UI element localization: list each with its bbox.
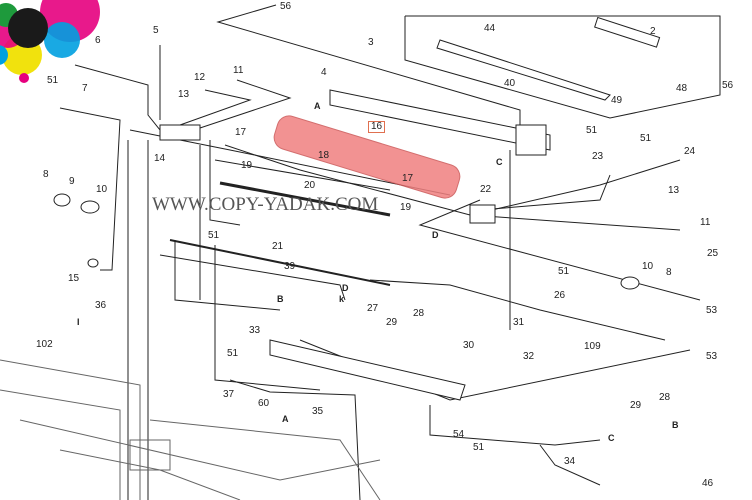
connector-ref-label: k — [339, 294, 345, 304]
part-callout: 2 — [650, 26, 656, 37]
part-callout: 44 — [484, 23, 496, 34]
part-callout: 51 — [640, 133, 652, 144]
part-callout: 3 — [368, 37, 374, 48]
part-callout: 20 — [304, 180, 316, 191]
part-callout: 35 — [312, 406, 324, 417]
part-callout: 48 — [676, 83, 688, 94]
part-callout: 109 — [584, 341, 601, 352]
part-callout: 56 — [280, 1, 292, 12]
part-callout: 19 — [241, 160, 253, 171]
part-callout: 51 — [586, 125, 598, 136]
part-callout: 22 — [480, 184, 492, 195]
part-callout: 51 — [227, 348, 239, 359]
part-callout: 51 — [558, 266, 570, 277]
part-callout: 29 — [630, 400, 642, 411]
connector-ref-label: A — [314, 101, 321, 111]
part-callout: 21 — [272, 241, 284, 252]
part-callout: 53 — [706, 351, 718, 362]
part-callout: 30 — [463, 340, 475, 351]
part-callout: 8 — [43, 169, 49, 180]
part-callout: 34 — [564, 456, 576, 467]
part-callout: 36 — [95, 300, 107, 311]
part-callout: 12 — [194, 72, 206, 83]
part-callout: 23 — [592, 151, 604, 162]
part-callout: 6 — [95, 35, 101, 46]
watermark: WWW.COPY-YADAK.COM — [152, 194, 379, 215]
part-callout: 29 — [386, 317, 398, 328]
part-callout: 7 — [82, 83, 88, 94]
part-callout: 17 — [402, 173, 414, 184]
machine-frame — [0, 359, 381, 500]
part-callout: 24 — [684, 146, 696, 157]
logo — [0, 0, 100, 83]
connector-ref-label: B — [672, 420, 679, 430]
part-callout: 40 — [504, 78, 516, 89]
part-callout: 13 — [178, 89, 190, 100]
part-callout: 19 — [400, 202, 412, 213]
connector-ref-label: C — [608, 433, 615, 443]
part-callout: 27 — [367, 303, 379, 314]
part-callout: 51 — [208, 230, 220, 241]
part-callout: 28 — [659, 392, 671, 403]
part-callout: 51 — [47, 75, 59, 86]
highlighted-part-16[interactable] — [271, 113, 463, 201]
part-callout: 54 — [453, 429, 465, 440]
part-callout: 49 — [611, 95, 623, 106]
part-callout: 102 — [36, 339, 53, 350]
part-callout: 25 — [707, 248, 719, 259]
part-callout: 28 — [413, 308, 425, 319]
part-callout: 13 — [668, 185, 680, 196]
part-callout: 10 — [642, 261, 654, 272]
connector-ref-label: C — [496, 157, 503, 167]
connector-ref-label: D — [342, 283, 349, 293]
part-callout: 10 — [96, 184, 108, 195]
part-callout: 51 — [473, 442, 485, 453]
part-callout: 11 — [233, 65, 244, 76]
part-callout: 31 — [513, 317, 525, 328]
part-callout: 53 — [706, 305, 718, 316]
connector-ref-label: D — [432, 230, 439, 240]
part-callout: 16 — [368, 121, 386, 133]
part-callout: 37 — [223, 389, 235, 400]
leader-lines — [59, 4, 721, 500]
part-callout: 32 — [523, 351, 535, 362]
part-callout: 39 — [284, 261, 296, 272]
connector-ref-label: I — [77, 317, 80, 327]
parts — [53, 16, 661, 401]
connector-ref-label: A — [282, 414, 289, 424]
part-callout: 17 — [235, 127, 247, 138]
part-callout: 15 — [68, 273, 80, 284]
part-callout: 46 — [702, 478, 714, 489]
part-callout: 9 — [69, 176, 75, 187]
part-callout: 8 — [666, 267, 672, 278]
part-callout: 60 — [258, 398, 270, 409]
part-callout: 56 — [722, 80, 734, 91]
part-callout: 14 — [154, 153, 166, 164]
part-callout: 4 — [321, 67, 327, 78]
part-callout: 5 — [153, 25, 159, 36]
connector-ref-label: B — [277, 294, 284, 304]
part-callout: 18 — [318, 150, 330, 161]
part-callout: 33 — [249, 325, 261, 336]
part-callout: 11 — [700, 217, 711, 228]
part-callout: 26 — [554, 290, 566, 301]
